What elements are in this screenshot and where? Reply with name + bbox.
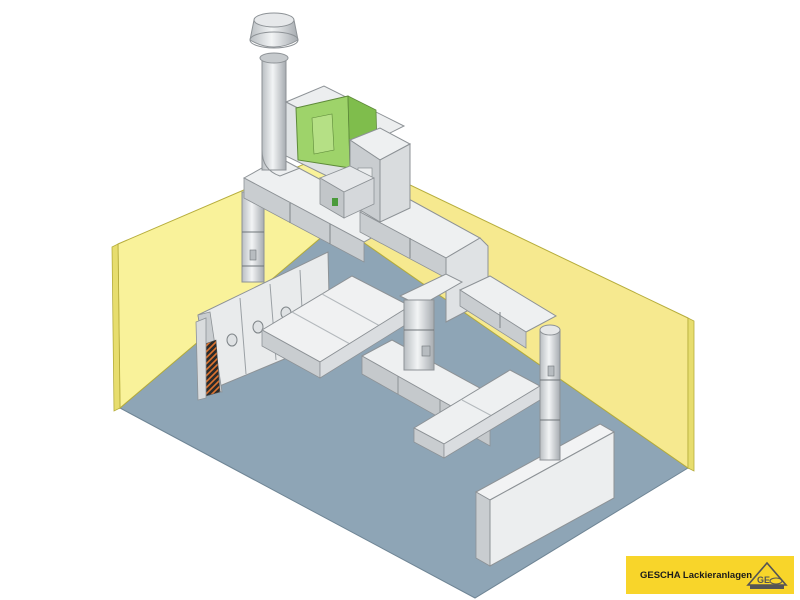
booth-back-panel	[195, 251, 331, 401]
front-panel-box	[474, 423, 616, 567]
floor-plenum-box	[412, 369, 542, 459]
brand-name: GESCHA Lackieranlagen	[640, 570, 753, 581]
booth-floor-platform	[260, 275, 412, 379]
upper-duct	[242, 157, 561, 461]
left-wall-edge	[111, 243, 121, 412]
air-handling-unit	[284, 85, 412, 223]
right-wall-edge	[687, 317, 695, 472]
chimney-stack	[249, 12, 301, 177]
chimney-cap	[253, 12, 295, 28]
porthole	[252, 320, 264, 334]
brand-box: GESCHA Lackieranlagen GE	[626, 556, 794, 594]
vertical-supply-pipe	[241, 191, 265, 283]
porthole	[226, 333, 238, 347]
svg-text:GE: GE	[757, 575, 770, 585]
gescha-logo-icon: GE	[746, 561, 788, 589]
